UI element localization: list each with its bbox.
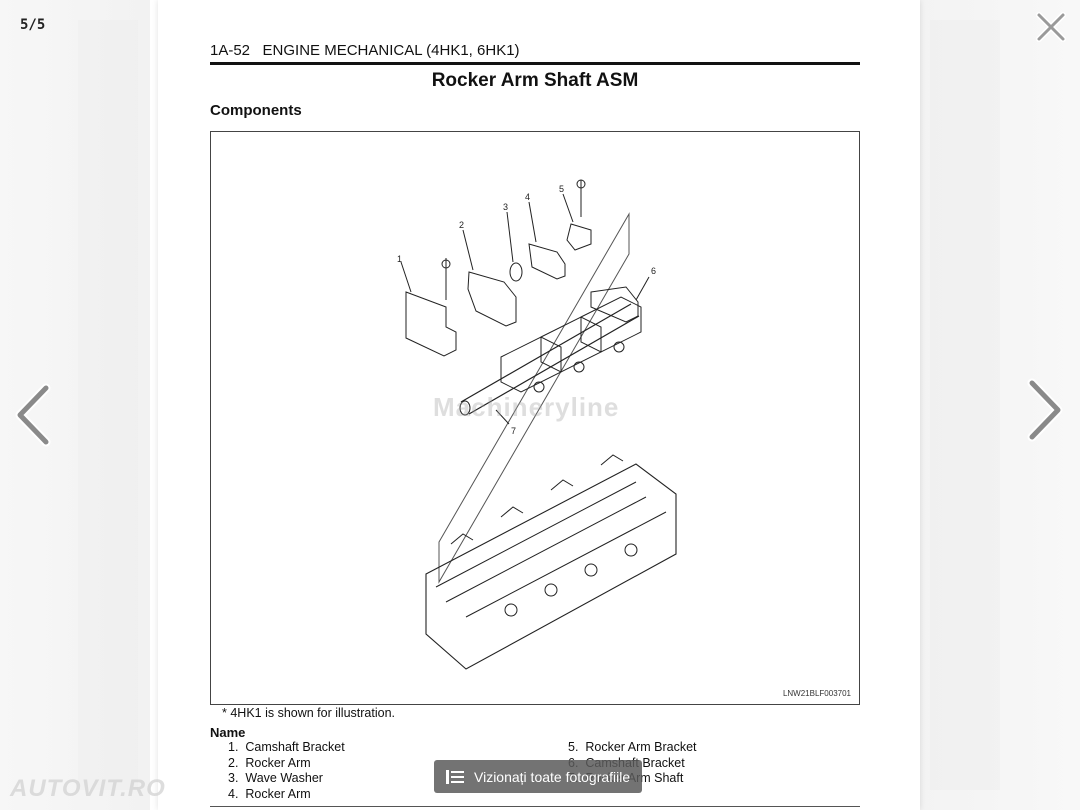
list-item: 1. Camshaft Bracket [228, 740, 345, 754]
chevron-right-icon [1027, 378, 1063, 442]
section-heading: Components [210, 102, 302, 119]
list-item: 2. Rocker Arm [228, 755, 311, 770]
manual-page-image: 1A-52 ENGINE MECHANICAL (4HK1, 6HK1) Roc… [158, 0, 920, 810]
callout-4: 4 [525, 192, 530, 202]
list-item: 3. Wave Washer [228, 771, 323, 785]
components-diagram: 1 2 3 4 5 6 7 Machineryline LNW21BLF0037… [210, 131, 860, 705]
site-watermark-logo: AUTOVIT.RO [10, 775, 166, 802]
header-divider [210, 62, 860, 65]
list-item: 5. Rocker Arm Bracket [568, 740, 697, 754]
figure-code: LNW21BLF003701 [782, 689, 851, 698]
figure-watermark: Machineryline [433, 392, 620, 422]
callout-7: 7 [511, 426, 516, 436]
page-title: Rocker Arm Shaft ASM [431, 70, 639, 91]
name-heading: Name [210, 725, 246, 740]
close-icon [1036, 12, 1066, 42]
gallery-list-icon [446, 769, 464, 784]
next-image-button[interactable] [1022, 375, 1070, 445]
callout-3: 3 [503, 202, 508, 212]
page-header: 1A-52 ENGINE MECHANICAL (4HK1, 6HK1) [210, 42, 520, 59]
view-all-photos-label: Vizionați toate fotografiile [474, 768, 631, 785]
illustration-note: * 4HK1 is shown for illustration. [222, 706, 395, 720]
components-list-left: 1. Camshaft Bracket 2. Rocker Arm 3. Wav… [228, 740, 345, 802]
callout-1: 1 [397, 254, 402, 264]
previous-image-button[interactable] [8, 380, 56, 450]
close-button[interactable] [1032, 8, 1070, 46]
callout-6: 6 [651, 266, 656, 276]
image-counter: 5/5 [20, 17, 46, 33]
callout-5: 5 [559, 184, 564, 194]
bottom-divider [210, 806, 860, 807]
callout-2: 2 [459, 220, 464, 230]
chevron-left-icon [15, 383, 51, 447]
exploded-view-drawing: 1 2 3 4 5 6 7 [397, 179, 677, 670]
list-item: 4. Rocker Arm [228, 786, 311, 801]
view-all-photos-button[interactable]: Vizionați toate fotografiile [434, 760, 642, 793]
